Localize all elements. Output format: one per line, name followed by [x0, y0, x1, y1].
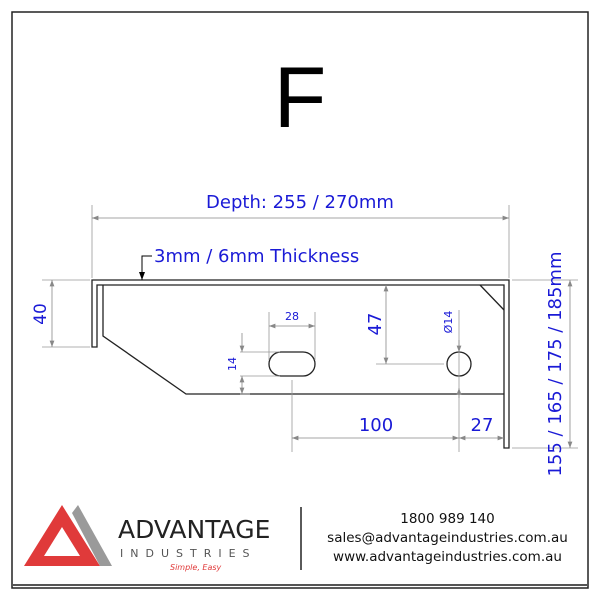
logo-name: ADVANTAGE — [118, 515, 270, 544]
bracket-outline — [91, 279, 510, 449]
drawing-title: F — [274, 50, 327, 146]
logo-sub: INDUSTRIES — [120, 547, 257, 560]
logo-triangle-icon — [24, 505, 100, 566]
contact-phone: 1800 989 140 — [400, 511, 495, 527]
thickness-leader — [139, 255, 152, 280]
logo-tagline: Simple, Easy — [170, 563, 222, 572]
dimension-lines — [49, 215, 573, 448]
hole-to-edge-label: 27 — [471, 415, 494, 436]
dimension-labels: Depth: 255 / 270mm 3mm / 6mm Thickness 4… — [31, 192, 566, 477]
slot-to-hole-label: 100 — [359, 415, 393, 436]
extension-lines — [42, 205, 578, 452]
contact-email[interactable]: sales@advantageindustries.com.au — [327, 530, 568, 546]
advantage-logo: ADVANTAGE INDUSTRIES Simple, Easy — [24, 505, 270, 572]
frame-border — [11, 11, 589, 589]
hole-offset-label: 47 — [365, 313, 386, 336]
slot-width-label: 28 — [285, 310, 299, 323]
hole-diameter-label: Ø14 — [442, 311, 455, 334]
slot-height-label: 14 — [226, 357, 239, 371]
flange-height-label: 40 — [31, 303, 51, 325]
logo-stripe-icon — [72, 505, 112, 566]
thickness-label: 3mm / 6mm Thickness — [154, 246, 359, 267]
depth-label: Depth: 255 / 270mm — [206, 192, 394, 213]
slot-hole — [268, 351, 316, 377]
heights-label: 155 / 165 / 175 / 185mm — [545, 251, 566, 476]
contact-website[interactable]: www.advantageindustries.com.au — [333, 549, 562, 565]
